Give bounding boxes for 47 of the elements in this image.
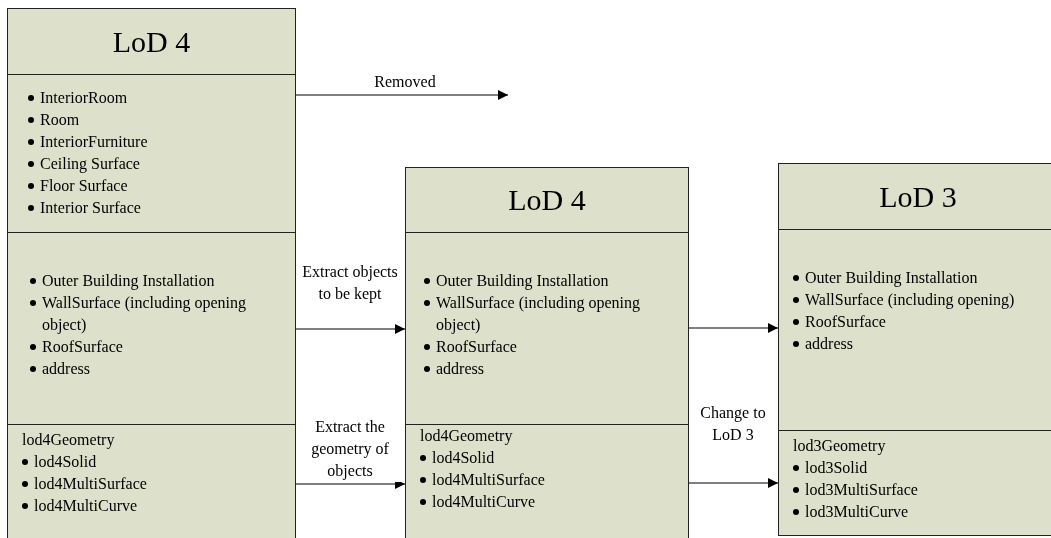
list-box [7,74,296,233]
list-heading: lod4Geometry [420,426,514,447]
list-box [7,424,296,538]
level-heading: LoD 4 [508,185,586,215]
bullet-item: lod3Solid [793,457,1051,479]
header-box [7,8,296,75]
bullet-item: lod3MultiCurve [793,501,1051,523]
list-box [7,232,296,425]
bullet-item: WallSurface (including opening object) [424,292,666,336]
arrow [688,323,779,333]
list-box [778,430,1051,536]
bullet-item: InteriorRoom [28,87,291,109]
header-box [778,163,1051,230]
list-box [405,232,689,425]
list-box [405,424,689,538]
bullet-item: RoofSurface [30,336,272,358]
level-heading: LoD 4 [112,26,191,57]
bullet-item: Ceiling Surface [28,153,291,175]
bullet-item: InteriorFurniture [28,131,291,153]
bullet-item: Outer Building Installation [793,267,1035,289]
arrow [295,90,509,100]
bullet-item: address [424,358,666,380]
list-box [778,229,1051,431]
bullet-item: address [30,358,272,380]
arrow [688,478,779,488]
list-heading: lod4Geometry [22,430,116,451]
bullet-item: Floor Surface [28,175,291,197]
bullet-item: Interior Surface [28,197,291,219]
level-heading: LoD 3 [879,181,957,212]
bullet-item: lod4MultiSurface [420,469,684,491]
header-box [405,167,689,233]
bullet-item: lod4MultiCurve [420,491,684,513]
bullet-item: RoofSurface [793,311,1035,333]
list-heading: lod3Geometry [793,436,887,457]
arrow [295,324,406,334]
bullet-item: Room [28,109,291,131]
bullet-item: lod4Solid [420,447,684,469]
bullet-item: WallSurface (including opening object) [30,292,272,336]
bullet-item: Outer Building Installation [30,270,272,292]
bullet-item: WallSurface (including opening) [793,289,1035,311]
bullet-item: Outer Building Installation [424,270,666,292]
bullet-item: address [793,333,1035,355]
bullet-item: lod4MultiCurve [22,495,291,517]
bullet-item: lod3MultiSurface [793,479,1051,501]
bullet-item: lod4MultiSurface [22,473,291,495]
bullet-item: RoofSurface [424,336,666,358]
bullet-item: lod4Solid [22,451,291,473]
